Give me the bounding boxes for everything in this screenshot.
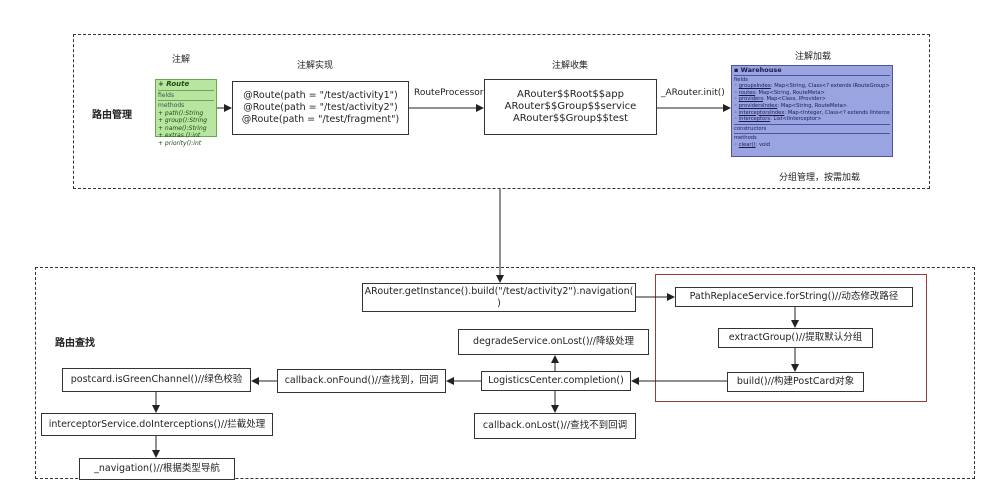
warehouse-class-diagram: ▪ Warehouse fields ◦ groupsIndex: Map<St… <box>731 65 893 157</box>
extract-group-box: extractGroup()//提取默认分组 <box>718 328 873 348</box>
header-annotation: 注解 <box>172 55 191 65</box>
on-found-box: callback.onFound()//查找到，回调 <box>277 369 446 393</box>
navigation-call-box: ARouter.getInstance().build("/test/activ… <box>362 283 636 312</box>
interceptions-text: interceptorService.doInterceptions()//拦截… <box>48 418 266 430</box>
route-method: + path():String <box>158 109 204 117</box>
completion-text: LogisticsCenter.completion() <box>488 375 624 386</box>
navigation-box: _navigation()//根据类型导航 <box>79 458 235 480</box>
on-lost-box: callback.onLost()//查找不到回调 <box>474 413 636 439</box>
warehouse-field: ◦ providersIndex: Map<String, RouteMeta> <box>734 102 848 109</box>
interceptions-box: interceptorService.doInterceptions()//拦截… <box>41 413 273 436</box>
collect-line: ARouter$$Group$$service <box>504 101 637 112</box>
route-processor-label: RouteProcessor <box>414 88 484 98</box>
degrade-box: degradeService.onLost()//降级处理 <box>458 329 649 355</box>
warehouse-methods-label: methods <box>734 135 757 142</box>
navigation-text: _navigation()//根据类型导航 <box>94 463 220 474</box>
header-annotation-impl: 注解实现 <box>297 61 334 71</box>
route-management-frame <box>73 34 930 189</box>
impl-line: @Route(path = "/test/activity2") <box>243 102 398 113</box>
extract-group-text: extractGroup()//提取默认分组 <box>728 332 863 343</box>
header-annotation-load: 注解加载 <box>795 52 832 62</box>
warehouse-constructors-label: constructors <box>734 125 767 132</box>
header-annotation-collect: 注解收集 <box>552 61 589 71</box>
route-class-diagram: + Route fields methods + path():String +… <box>155 79 217 147</box>
on-found-text: callback.onFound()//查找到，回调 <box>284 375 439 386</box>
route-class-title: + Route <box>158 80 190 88</box>
path-replace-text: PathReplaceService.forString()//动态修改路径 <box>689 291 899 302</box>
collect-line: ARouter$$Root$$app <box>517 89 624 100</box>
path-processing-frame <box>655 274 927 402</box>
route-method: + group():String <box>158 117 208 124</box>
route-method: + name():String <box>158 124 207 132</box>
route-method: + priority():int <box>158 139 202 147</box>
warehouse-class-title: ▪ Warehouse <box>734 66 782 74</box>
warehouse-method: ◦ clear(): void <box>734 141 770 148</box>
warehouse-field: ◦ routes: Map<String, RouteMeta> <box>734 89 825 96</box>
impl-line: @Route(path = "/test/fragment") <box>241 114 400 125</box>
warehouse-field: ◦ interceptors: List<IInterceptor> <box>734 116 822 123</box>
arouter-init-label: _ARouter.init() <box>661 88 725 98</box>
route-methods-label: methods <box>158 102 185 109</box>
degrade-text: degradeService.onLost()//降级处理 <box>473 336 634 347</box>
route-method: + extras ():int <box>158 132 201 139</box>
green-channel-text: postcard.isGreenChannel()//绿色校验 <box>70 374 243 385</box>
annotation-collect-box: ARouter$$Root$$app ARouter$$Group$$servi… <box>484 79 657 135</box>
on-lost-text: callback.onLost()//查找不到回调 <box>482 420 628 431</box>
route-fields-label: fields <box>158 91 175 99</box>
warehouse-field: ◦ interceptorsIndex: Map<Integer, Class<… <box>734 109 890 116</box>
warehouse-field: ◦ groupsIndex: Map<String, Class<? exten… <box>734 83 890 90</box>
route-lookup-label: 路由查找 <box>55 338 95 349</box>
green-channel-box: postcard.isGreenChannel()//绿色校验 <box>62 368 251 392</box>
path-replace-box: PathReplaceService.forString()//动态修改路径 <box>675 287 913 307</box>
completion-box: LogisticsCenter.completion() <box>481 371 631 391</box>
warehouse-field: ◦ providers: Map<Class, IProvider> <box>734 96 826 103</box>
impl-line: @Route(path = "/test/activity1") <box>243 90 398 101</box>
annotation-impl-box: @Route(path = "/test/activity1") @Route(… <box>232 81 409 135</box>
build-postcard-text: build()//构建PostCard对象 <box>736 376 855 387</box>
navigation-call-text: ARouter.getInstance().build("/test/activ… <box>364 285 634 309</box>
route-lookup-frame <box>35 267 975 479</box>
build-postcard-box: build()//构建PostCard对象 <box>727 372 864 392</box>
load-caption: 分组管理，按需加载 <box>779 173 861 183</box>
collect-line: ARouter$$Group$$test <box>512 113 629 124</box>
route-management-label: 路由管理 <box>92 110 132 121</box>
warehouse-fields-label: fields <box>734 76 748 83</box>
